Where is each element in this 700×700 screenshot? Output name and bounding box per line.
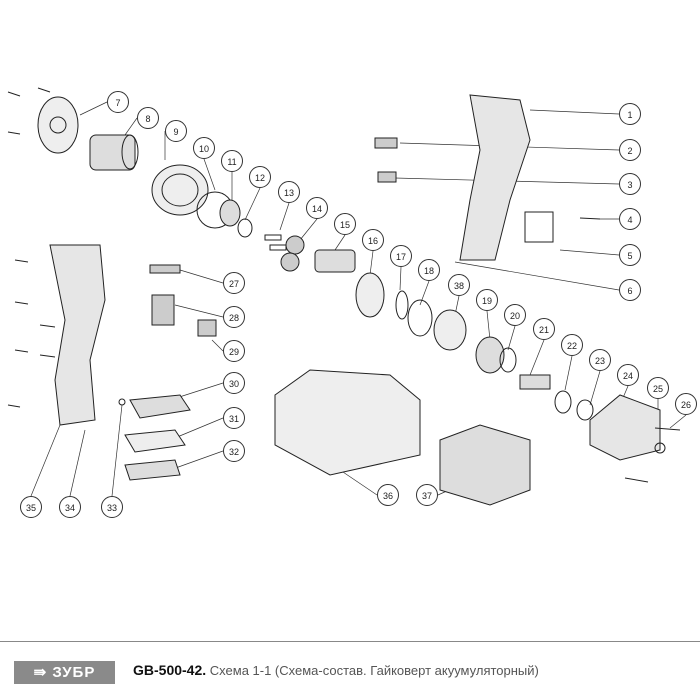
motor-housing (151, 164, 209, 216)
cylinder (433, 309, 467, 351)
led-board (374, 137, 398, 149)
trigger-switch (151, 294, 175, 326)
callout-1: 1 (619, 103, 641, 125)
o-ring-23 (576, 399, 594, 421)
led (118, 398, 126, 406)
callout-26: 26 (675, 393, 697, 415)
housing-right (459, 94, 531, 261)
callout-24: 24 (617, 364, 639, 386)
callout-32: 32 (223, 440, 245, 462)
planet-gears (280, 235, 305, 272)
callout-34: 34 (59, 496, 81, 518)
anvil (519, 374, 551, 390)
callout-6: 6 (619, 279, 641, 301)
callout-17: 17 (390, 245, 412, 267)
bushing (554, 390, 572, 414)
parts-drawing (7, 87, 687, 506)
control-board (129, 394, 191, 419)
model-number: GB-500-42. (133, 662, 207, 678)
callout-36: 36 (377, 484, 399, 506)
callout-21: 21 (533, 318, 555, 340)
hammer (475, 336, 505, 374)
callout-13: 13 (278, 181, 300, 203)
callout-31: 31 (223, 407, 245, 429)
motor (89, 134, 139, 171)
switch-plate (149, 264, 181, 274)
callout-7: 7 (107, 91, 129, 113)
callout-28: 28 (223, 306, 245, 328)
ball (395, 290, 409, 320)
charger (274, 369, 421, 476)
spindle (314, 249, 356, 273)
diagram-description: Схема 1-1 (Схема-состав. Гайковерт акуум… (209, 663, 539, 678)
callout-15: 15 (334, 213, 356, 235)
callout-2: 2 (619, 139, 641, 161)
callout-29: 29 (223, 340, 245, 362)
callout-37: 37 (416, 484, 438, 506)
direction-switch (197, 319, 217, 337)
screws (7, 87, 681, 483)
callout-20: 20 (504, 304, 526, 326)
callout-9: 9 (165, 120, 187, 142)
callout-23: 23 (589, 349, 611, 371)
callout-4: 4 (619, 208, 641, 230)
callout-11: 11 (221, 150, 243, 172)
gear-pins (264, 234, 287, 251)
callout-18: 18 (418, 259, 440, 281)
battery (439, 424, 531, 506)
callout-27: 27 (223, 272, 245, 294)
washer-20 (499, 347, 517, 373)
diagram-caption: GB-500-42. Схема 1-1 (Схема-состав. Гайк… (133, 662, 539, 678)
callout-25: 25 (647, 377, 669, 399)
spring (407, 299, 433, 337)
callout-22: 22 (561, 334, 583, 356)
ring-gear (355, 272, 385, 318)
bearing (219, 199, 241, 227)
ring-25 (654, 442, 666, 454)
footer-divider (0, 641, 700, 642)
housing-left (49, 244, 106, 426)
motor-end-cap (37, 96, 79, 154)
callout-5: 5 (619, 244, 641, 266)
callout-19: 19 (476, 289, 498, 311)
clip (377, 171, 397, 183)
battery-terminal (124, 459, 181, 481)
callout-14: 14 (306, 197, 328, 219)
callout-35: 35 (20, 496, 42, 518)
callout-12: 12 (249, 166, 271, 188)
gear-case (589, 394, 661, 461)
callout-16: 16 (362, 229, 384, 251)
callout-10: 10 (193, 137, 215, 159)
callout-33: 33 (101, 496, 123, 518)
brand-logo: ⇛ ЗУБР (14, 661, 115, 684)
callout-3: 3 (619, 173, 641, 195)
callout-30: 30 (223, 372, 245, 394)
washer (237, 218, 253, 238)
callout-38: 38 (448, 274, 470, 296)
belt-clip (524, 211, 554, 243)
callout-8: 8 (137, 107, 159, 129)
terminal-cover (124, 429, 186, 453)
